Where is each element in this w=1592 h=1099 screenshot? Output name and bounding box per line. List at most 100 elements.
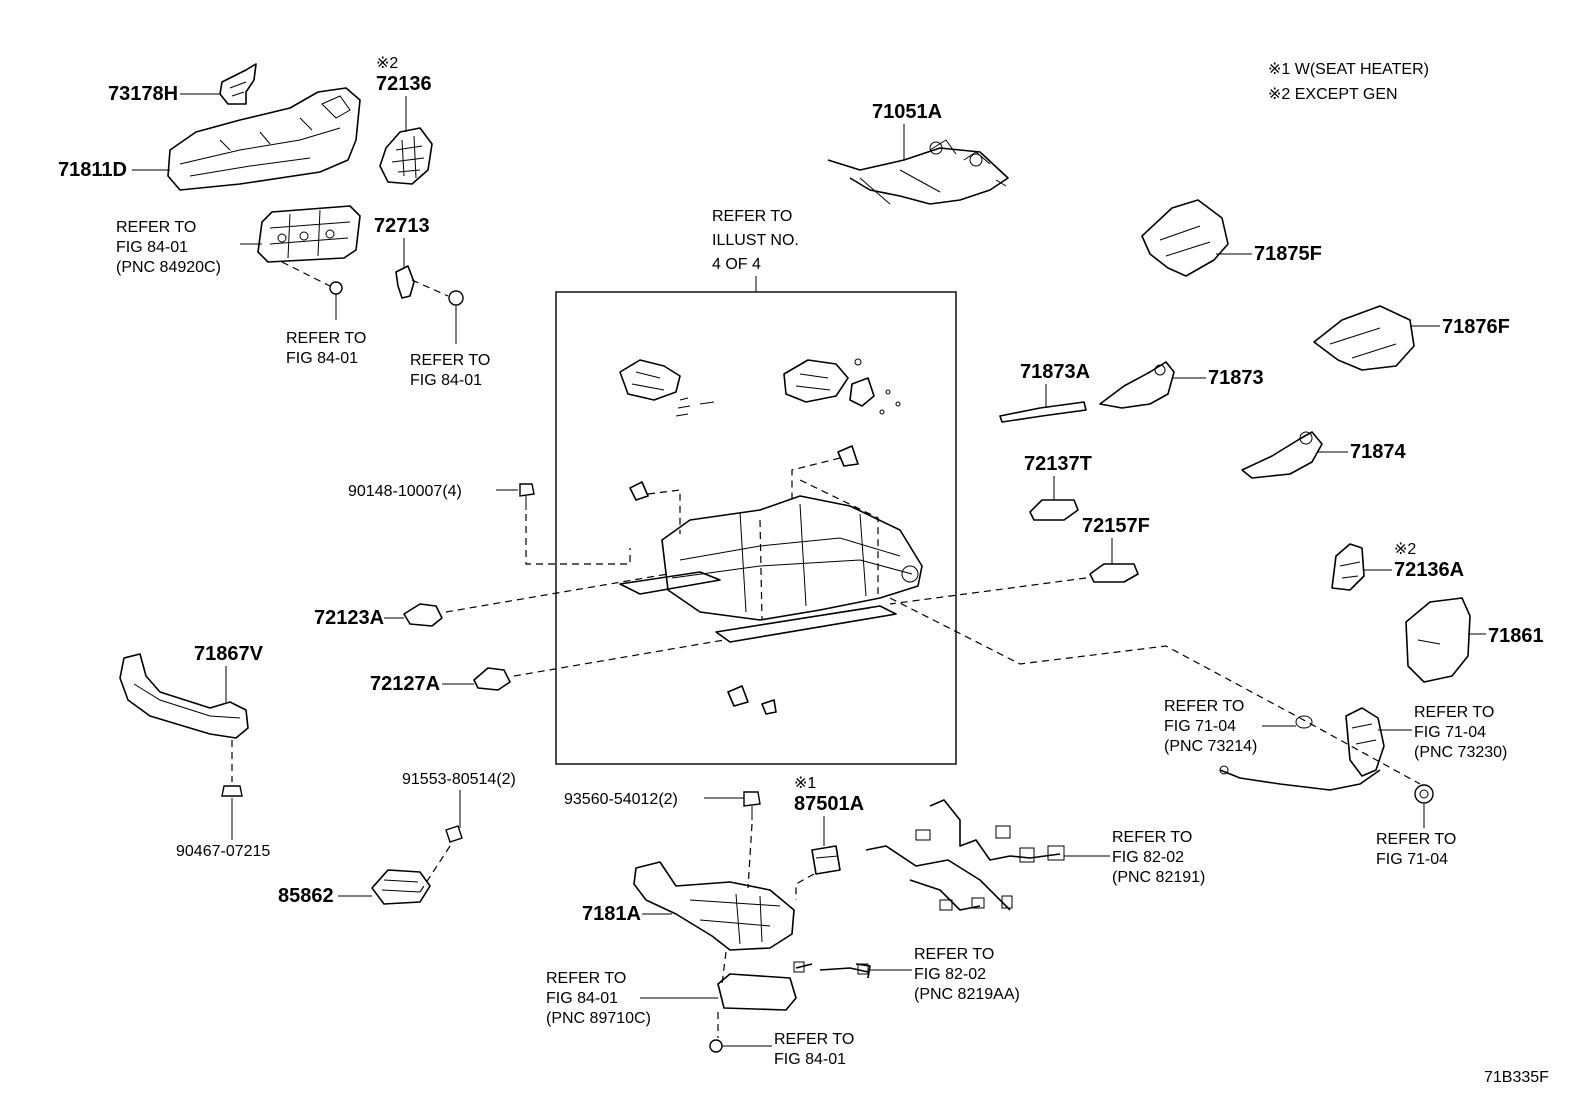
part-71051A-drawing — [827, 139, 1009, 205]
part-label-91553-80514[interactable]: 91553-80514(2) — [402, 771, 516, 788]
ref-line: ILLUST NO. — [712, 232, 799, 249]
bolt-icon — [743, 791, 761, 820]
ref-73214[interactable]: REFER TO FIG 71-04 (PNC 73214) — [1164, 698, 1257, 755]
ref-line: (PNC 84920C) — [116, 259, 221, 276]
ref-line: 4 OF 4 — [712, 256, 761, 273]
part-label-71874[interactable]: 71874 — [1350, 441, 1406, 463]
part-72123A-drawing — [403, 603, 443, 627]
part-71873A-drawing — [999, 401, 1087, 423]
part-71861-drawing — [1405, 597, 1471, 683]
ref-73230[interactable]: REFER TO FIG 71-04 (PNC 73230) — [1414, 704, 1507, 761]
part-72136A-drawing — [1331, 543, 1365, 591]
part-label-71867V[interactable]: 71867V — [194, 643, 264, 665]
ref-line: FIG 71-04 — [1414, 724, 1486, 741]
ref-line: REFER TO — [774, 1031, 854, 1048]
harness-8219AA-drawing — [793, 961, 871, 979]
ref-fig-84-01-a[interactable]: REFER TO FIG 84-01 — [286, 330, 366, 367]
ref-illust-4-of-4[interactable]: REFER TO ILLUST NO. 4 OF 4 — [712, 208, 799, 273]
part-84920C-drawing — [257, 205, 361, 263]
part-label-93560-54012[interactable]: 93560-54012(2) — [564, 791, 678, 808]
part-label-90467-07215[interactable]: 90467-07215 — [176, 843, 270, 860]
harness-82191-drawing — [865, 799, 1065, 911]
part-label-71873A[interactable]: 71873A — [1020, 361, 1090, 383]
ref-line: (PNC 8219AA) — [914, 986, 1020, 1003]
ref-line: REFER TO — [1376, 831, 1456, 848]
legend-note-2: ※2 EXCEPT GEN — [1268, 86, 1398, 103]
part-72713-drawing — [395, 265, 415, 299]
screw-icon — [709, 1039, 723, 1053]
part-71873-drawing — [1099, 361, 1175, 409]
knob-icon — [1414, 784, 1434, 804]
ref-line: REFER TO — [1112, 829, 1192, 846]
ref-line: FIG 82-02 — [1112, 849, 1184, 866]
part-7181A-drawing — [633, 861, 795, 951]
ref-line: REFER TO — [116, 219, 196, 236]
ref-line: REFER TO — [1164, 698, 1244, 715]
part-label-71873[interactable]: 71873 — [1208, 367, 1264, 389]
diagram-code: 71B335F — [1484, 1069, 1549, 1086]
part-label-73178H[interactable]: 73178H — [108, 83, 178, 105]
part-71875F-drawing — [1141, 199, 1229, 277]
ref-line: FIG 84-01 — [410, 372, 482, 389]
ref-line: FIG 82-02 — [914, 966, 986, 983]
ref-line: (PNC 73214) — [1164, 738, 1257, 755]
ref-line: REFER TO — [286, 330, 366, 347]
screw-icon — [448, 290, 464, 344]
ref-line: FIG 84-01 — [774, 1051, 846, 1068]
ref-fig-84-01-b[interactable]: REFER TO FIG 84-01 — [410, 352, 490, 389]
part-label-72136[interactable]: 72136 — [376, 73, 432, 95]
part-label-7181A[interactable]: 7181A — [582, 903, 641, 925]
part-label-71875F[interactable]: 71875F — [1254, 243, 1322, 265]
seat-adjuster-drawing — [619, 358, 923, 715]
ref-fig-84-01-c[interactable]: REFER TO FIG 84-01 — [774, 1031, 854, 1068]
part-label-85862[interactable]: 85862 — [278, 885, 334, 907]
part-label-87501A[interactable]: 87501A — [794, 793, 864, 815]
ref-84920C[interactable]: REFER TO FIG 84-01 (PNC 84920C) — [116, 219, 221, 276]
seat-adjuster-assembly-box — [555, 291, 957, 765]
part-label-72157F[interactable]: 72157F — [1082, 515, 1150, 537]
bolt-icon — [445, 825, 463, 843]
ref-line: FIG 84-01 — [286, 350, 358, 367]
ref-line: (PNC 89710C) — [546, 1010, 651, 1027]
ref-fig-71-04[interactable]: REFER TO FIG 71-04 — [1376, 831, 1456, 868]
part-89710C-drawing — [717, 973, 797, 1011]
part-label-90148-10007[interactable]: 90148-10007(4) — [348, 483, 462, 500]
part-label-72123A[interactable]: 72123A — [314, 607, 384, 629]
bolt-icon — [519, 483, 535, 510]
part-label-71876F[interactable]: 71876F — [1442, 316, 1510, 338]
part-label-72713[interactable]: 72713 — [374, 215, 430, 237]
part-72157F-drawing — [1089, 563, 1139, 583]
part-73178H-drawing — [219, 63, 257, 105]
part-71876F-drawing — [1313, 305, 1415, 371]
ref-line: REFER TO — [914, 946, 994, 963]
screw-icon — [329, 281, 343, 320]
part-label-71051A[interactable]: 71051A — [872, 101, 942, 123]
part-71874-drawing — [1241, 431, 1323, 479]
ref-line: REFER TO — [546, 970, 626, 987]
part-label-72127A[interactable]: 72127A — [370, 673, 440, 695]
ref-line: FIG 71-04 — [1164, 718, 1236, 735]
part-87501A-drawing — [811, 845, 841, 875]
ref-line: REFER TO — [1414, 704, 1494, 721]
part-label-71811D[interactable]: 71811D — [58, 159, 127, 181]
ring-icon — [1295, 715, 1313, 729]
part-72127A-drawing — [473, 667, 511, 691]
part-label-72136A[interactable]: 72136A — [1394, 559, 1464, 581]
part-label-71861[interactable]: 71861 — [1488, 625, 1544, 647]
ref-line: FIG 84-01 — [546, 990, 618, 1007]
part-73230-drawing — [1219, 707, 1385, 791]
ref-line: REFER TO — [712, 208, 792, 225]
ref-line: (PNC 82191) — [1112, 869, 1205, 886]
part-72136-drawing — [379, 127, 433, 185]
ref-line: FIG 71-04 — [1376, 851, 1448, 868]
ref-8219AA[interactable]: REFER TO FIG 82-02 (PNC 8219AA) — [914, 946, 1020, 1003]
part-label-72137T[interactable]: 72137T — [1024, 453, 1092, 475]
ref-89710C[interactable]: REFER TO FIG 84-01 (PNC 89710C) — [546, 970, 651, 1027]
part-85862-drawing — [371, 869, 431, 905]
legend-note-1: ※1 W(SEAT HEATER) — [1268, 61, 1429, 78]
nut-icon — [221, 785, 243, 840]
part-mark-72136: ※2 — [376, 55, 398, 72]
ref-line: (PNC 73230) — [1414, 744, 1507, 761]
ref-82191[interactable]: REFER TO FIG 82-02 (PNC 82191) — [1112, 829, 1205, 886]
part-71811D-drawing — [167, 87, 361, 191]
